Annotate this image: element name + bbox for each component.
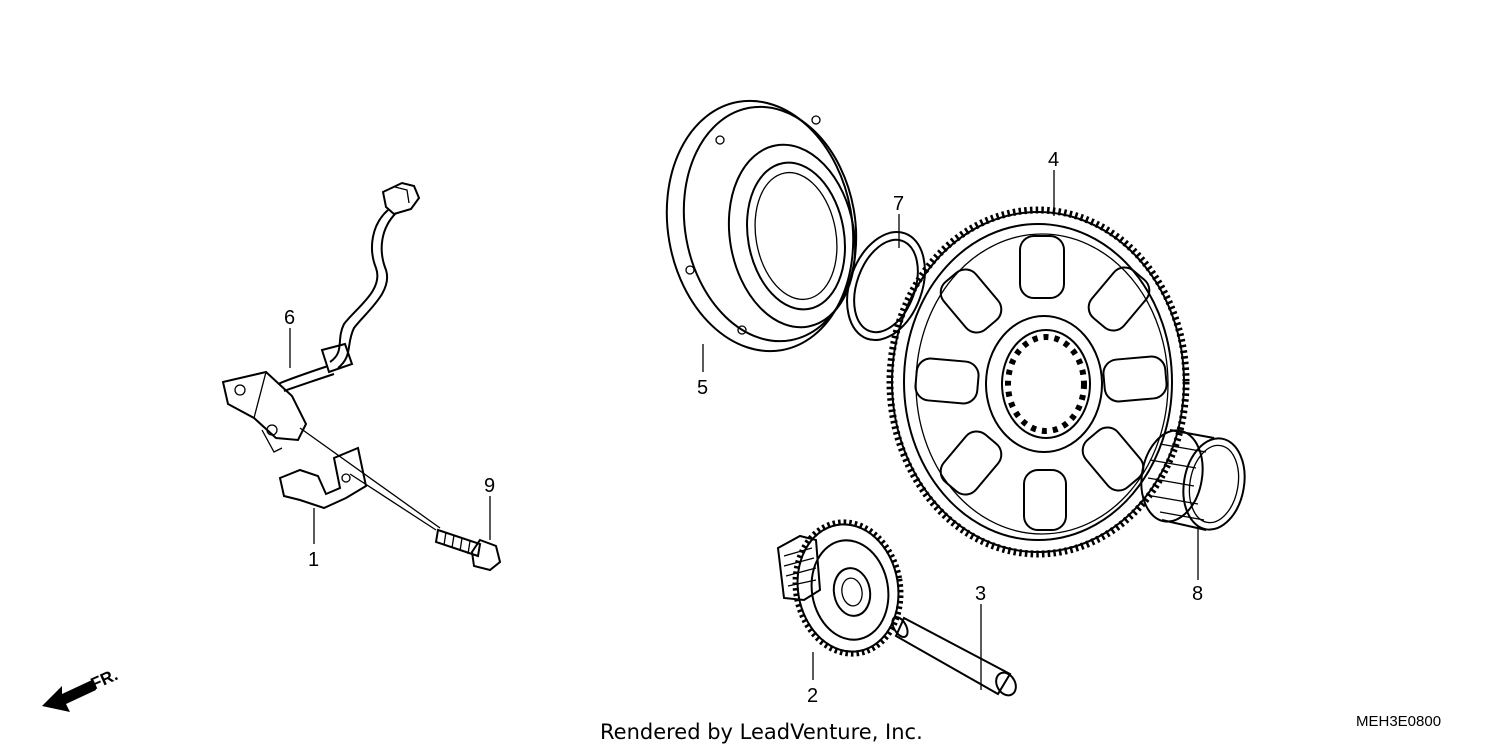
callout-4[interactable]: 4 xyxy=(1048,149,1059,171)
footer-credit: Rendered by LeadVenture, Inc. xyxy=(600,720,923,744)
callout-6[interactable]: 6 xyxy=(284,307,295,329)
bracket[interactable] xyxy=(278,446,368,510)
front-direction-indicator: FR. xyxy=(42,665,121,712)
callout-7[interactable]: 7 xyxy=(893,193,904,215)
starter-clutch[interactable] xyxy=(648,86,875,366)
callout-9[interactable]: 9 xyxy=(484,475,495,497)
starter-driven-gear[interactable] xyxy=(886,206,1190,558)
leader-lines xyxy=(289,170,1199,690)
needle-bearing[interactable] xyxy=(1134,425,1251,534)
diagram-code: MEH3E0800 xyxy=(1356,713,1441,730)
callout-5[interactable]: 5 xyxy=(697,377,708,399)
callout-8[interactable]: 8 xyxy=(1192,583,1203,605)
callout-2[interactable]: 2 xyxy=(807,685,818,707)
bolt[interactable] xyxy=(434,528,502,572)
callout-1[interactable]: 1 xyxy=(308,549,319,571)
sensor-assembly[interactable] xyxy=(221,181,421,453)
shaft[interactable] xyxy=(889,614,1019,698)
o-ring[interactable] xyxy=(833,221,939,351)
front-label: FR. xyxy=(88,665,121,693)
front-arrow-icon xyxy=(42,680,96,712)
reduction-gear[interactable] xyxy=(776,514,911,662)
callout-labels: 1 2 3 4 5 6 7 8 9 xyxy=(284,149,1203,707)
callout-3[interactable]: 3 xyxy=(975,583,986,605)
